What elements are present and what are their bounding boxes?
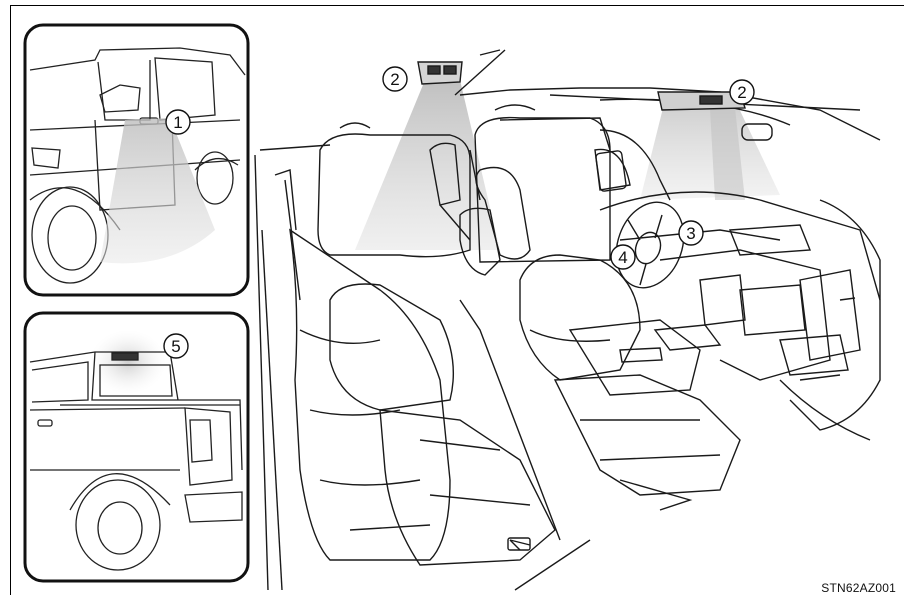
main-cabin-illustration	[254, 49, 881, 591]
inset-door-courtesy-light	[23, 23, 250, 297]
svg-text:5: 5	[171, 337, 180, 356]
callout-2-rear: 2	[382, 66, 408, 92]
figure-id: STN62AZ001	[821, 581, 896, 595]
svg-text:3: 3	[686, 224, 695, 243]
svg-text:2: 2	[737, 83, 746, 102]
svg-text:1: 1	[173, 113, 182, 132]
callout-3: 3	[678, 220, 704, 246]
callout-2-front: 2	[729, 79, 755, 105]
callout-4: 4	[610, 244, 636, 270]
svg-text:2: 2	[390, 70, 399, 89]
inset-rear-cab-light	[23, 311, 250, 583]
svg-text:4: 4	[618, 248, 627, 267]
frame-top-edge	[10, 5, 904, 6]
rear-dome-light-beam	[355, 80, 500, 250]
front-dome-light-beam	[640, 100, 780, 200]
callout-5: 5	[163, 333, 189, 359]
frame-left-edge	[10, 5, 11, 595]
callout-1: 1	[165, 109, 191, 135]
